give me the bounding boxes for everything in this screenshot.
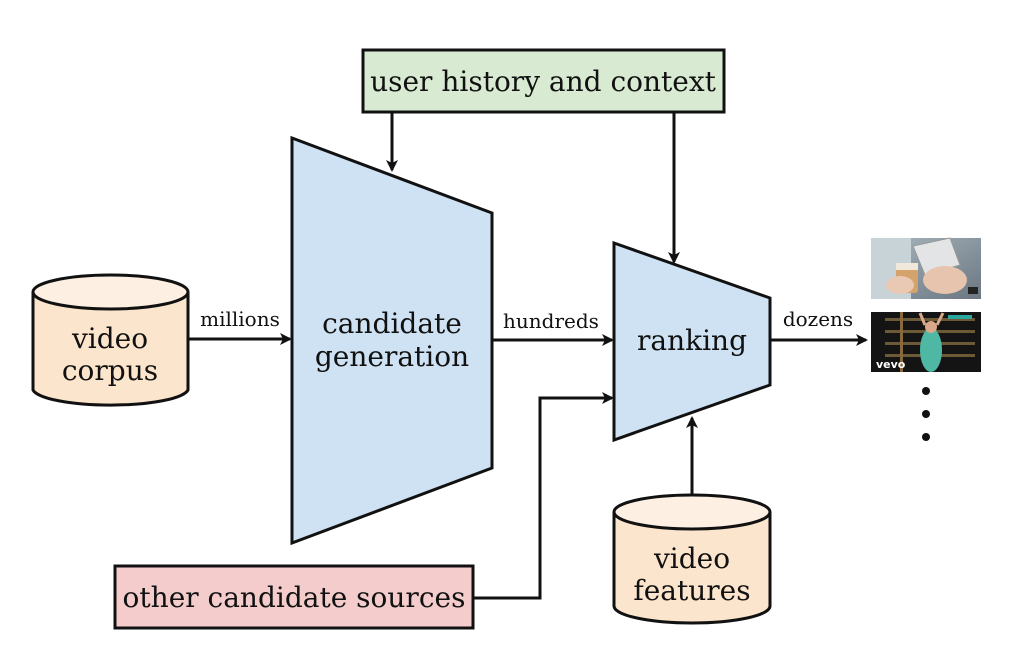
ranking-funnel: ranking bbox=[612, 240, 772, 443]
candidate-generation-shape bbox=[290, 135, 494, 546]
phone-coffee-thumbnail bbox=[871, 237, 981, 299]
other-sources-label: other candidate sources bbox=[123, 581, 466, 614]
video-corpus-cylinder: video corpus bbox=[31, 273, 190, 407]
video-corpus-label-line1: video bbox=[71, 322, 148, 355]
ranking-shape bbox=[612, 240, 772, 443]
video-corpus-label-line2: corpus bbox=[62, 354, 158, 387]
edge-label-hundreds: hundreds bbox=[503, 309, 599, 333]
candidate-generation-label-line1: candidate bbox=[322, 307, 462, 340]
edges bbox=[188, 112, 868, 600]
other-sources-box: other candidate sources bbox=[113, 564, 475, 630]
ellipsis-dot bbox=[922, 410, 930, 418]
edge-label-millions: millions bbox=[200, 307, 280, 331]
output-thumbnails: vevo bbox=[871, 237, 981, 441]
ellipsis-dot bbox=[922, 433, 930, 441]
video-features-top bbox=[612, 493, 772, 531]
user-history-rect bbox=[361, 48, 726, 114]
video-features-cylinder: video features bbox=[612, 493, 772, 625]
video-features-body bbox=[612, 512, 772, 625]
user-history-label: user history and context bbox=[370, 65, 717, 98]
video-features-label-line1: video bbox=[653, 542, 730, 575]
vevo-watermark: vevo bbox=[876, 358, 906, 371]
video-features-label-line2: features bbox=[633, 574, 750, 607]
edge-label-dozens: dozens bbox=[783, 307, 853, 331]
other-sources-rect bbox=[113, 564, 475, 630]
ranking-label: ranking bbox=[637, 324, 747, 357]
candidate-generation-funnel: candidate generation bbox=[290, 135, 494, 546]
vevo-dance-thumbnail: vevo bbox=[871, 312, 981, 372]
user-history-box: user history and context bbox=[361, 48, 726, 114]
edge-other-to-ranking bbox=[473, 392, 614, 600]
candidate-generation-label-line2: generation bbox=[315, 340, 469, 373]
video-corpus-body bbox=[31, 292, 190, 407]
ellipsis-dot bbox=[922, 387, 930, 395]
video-corpus-top bbox=[31, 273, 190, 311]
